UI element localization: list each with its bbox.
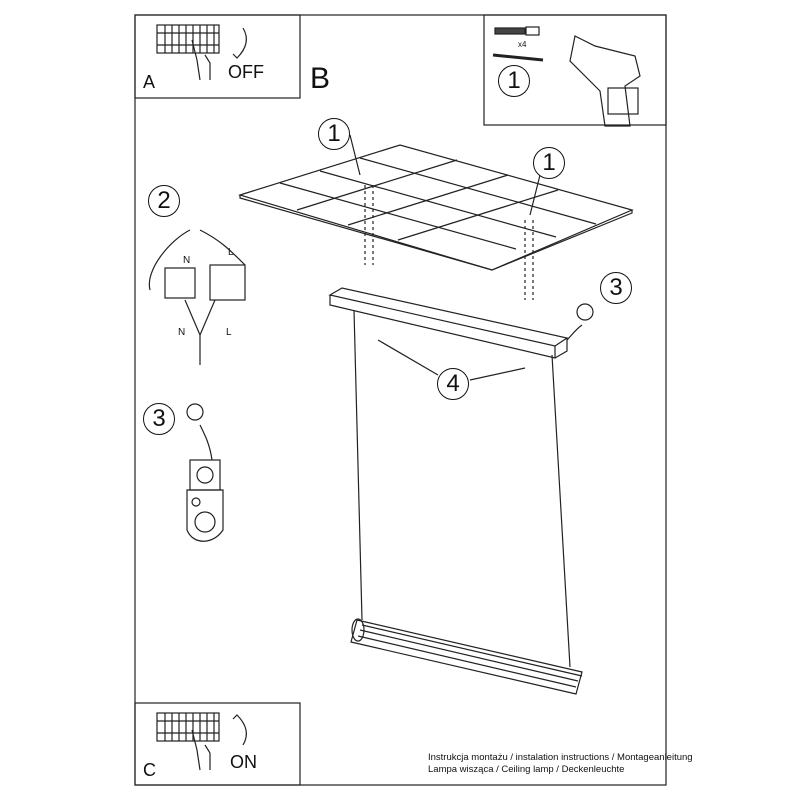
footer-line-1: Instrukcja montażu / instalation instruc… <box>428 752 693 763</box>
terminal-block-icon <box>148 229 246 365</box>
callout-3: 3 <box>143 403 175 435</box>
breaker-panel-icon <box>156 24 220 81</box>
step-b-label: B <box>310 62 331 95</box>
ground-symbol-icon <box>576 303 594 321</box>
callout-4: 4 <box>437 368 469 400</box>
step-c-label: C <box>143 760 156 780</box>
callout-1: 1 <box>318 118 350 150</box>
live-label: L <box>228 247 234 258</box>
off-label: OFF <box>228 62 264 82</box>
outer-frame <box>134 14 667 786</box>
step-a-label: A <box>143 72 156 92</box>
breaker-panel-icon <box>156 712 220 771</box>
canopy-bar <box>328 287 569 359</box>
neutral-label: N <box>178 327 186 338</box>
mounting-screws <box>364 185 534 300</box>
ground-wire <box>566 324 583 341</box>
callout-1: 1 <box>533 147 565 179</box>
arrow-down-icon <box>232 27 247 59</box>
screw-icon <box>492 53 544 62</box>
footer-line-2: Lampa wisząca / Ceiling lamp / Deckenleu… <box>428 764 625 775</box>
step-a-box <box>134 14 301 99</box>
callout-2: 2 <box>148 185 180 217</box>
live-label: L <box>226 327 232 338</box>
neutral-label: N <box>183 255 191 266</box>
quantity-label: x4 <box>518 40 527 49</box>
callout-3: 3 <box>600 272 632 304</box>
ground-symbol-icon <box>186 403 204 421</box>
step-c-box <box>134 702 301 786</box>
ground-terminal-icon <box>186 424 224 542</box>
arrow-up-icon <box>232 714 247 746</box>
suspension-cable <box>353 309 571 668</box>
wall-plug-icon <box>494 26 540 36</box>
callout-leader <box>377 339 526 381</box>
tools-box <box>483 14 667 126</box>
on-label: ON <box>230 752 257 772</box>
ceiling-grid <box>237 144 634 271</box>
drill-icon <box>569 35 641 127</box>
lamp-tube <box>350 618 583 695</box>
callout-1: 1 <box>498 65 530 97</box>
callout-leader <box>349 134 541 216</box>
